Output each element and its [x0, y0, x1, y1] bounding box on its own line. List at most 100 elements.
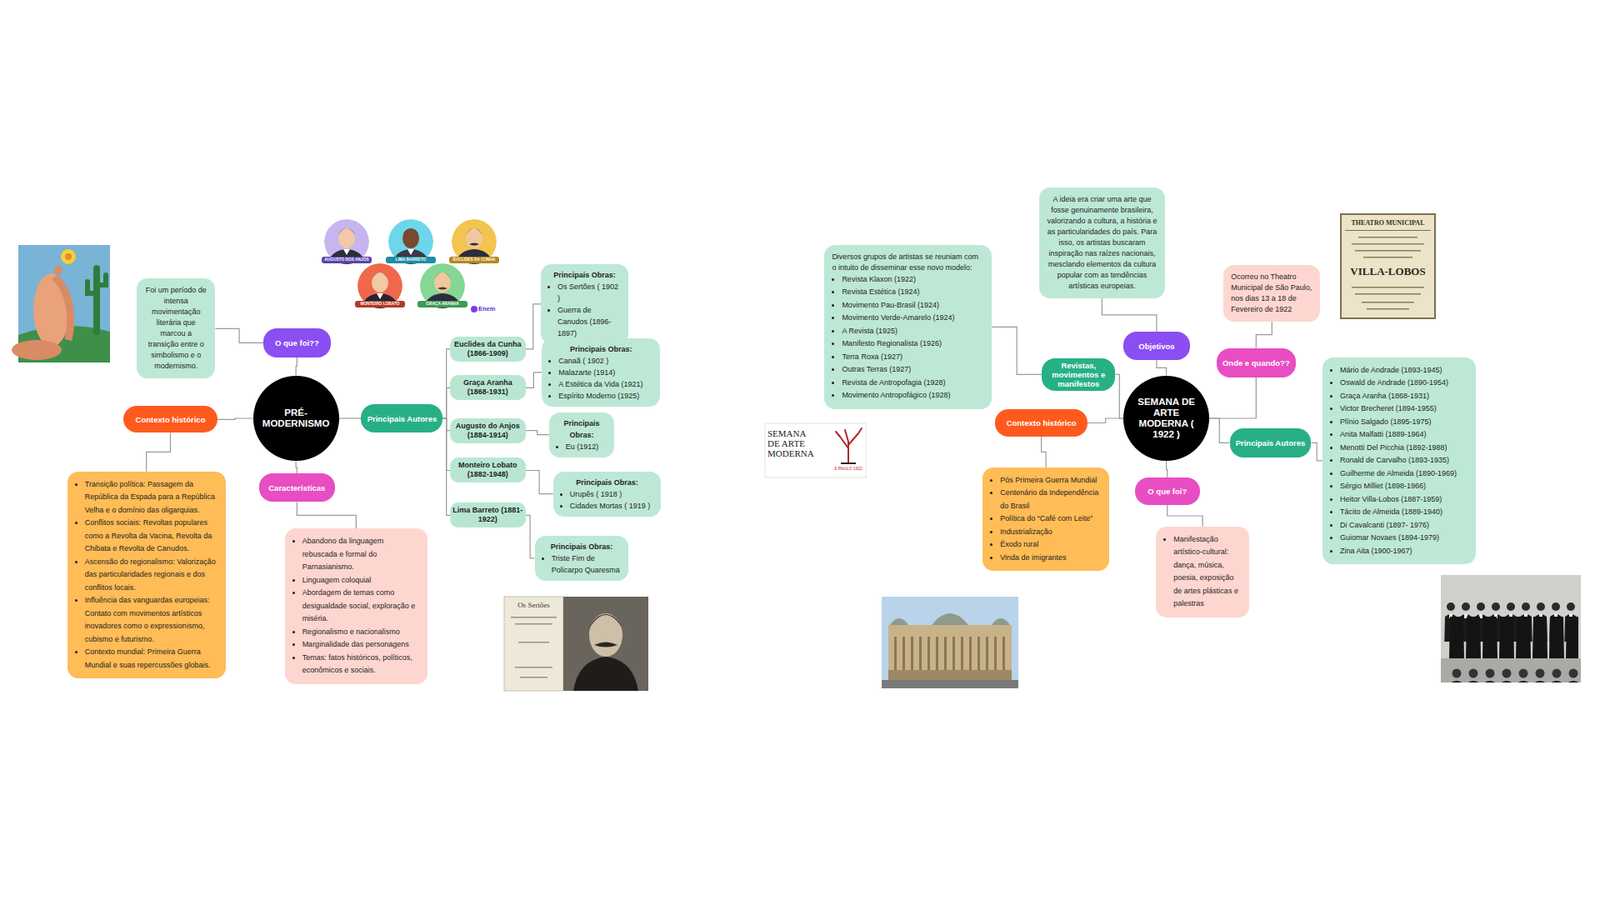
abaporu-painting: [11, 245, 110, 363]
poster: [1340, 214, 1435, 319]
list-item: Êxodo rural: [1000, 538, 1102, 552]
node-label: PRÉ-MODERNISMO: [258, 407, 335, 430]
connector: [525, 430, 550, 435]
list-item: Movimento Antropofágico (1928): [841, 389, 985, 403]
connector: [442, 418, 450, 515]
node-label: Características: [268, 483, 325, 493]
bullet-list: Revista Klaxon (1922)Revista Estética (1…: [831, 273, 985, 403]
node-label: SEMANA DE ARTE MODERNA ( 1922 ): [1128, 396, 1205, 440]
list-item: Movimento Pau-Brasil (1924): [841, 299, 985, 313]
works-box: Principais Obras:Canaã ( 1902 )Malazarte…: [541, 338, 660, 407]
list-item: Política do “Café com Leite”: [1000, 512, 1102, 526]
list-item: Abordagem de temas como desigualdade soc…: [302, 586, 420, 626]
semana-logo: [765, 423, 866, 478]
list-item: Menotti Del Picchia (1892-1988): [1340, 441, 1469, 455]
bullet-list: Urupês ( 1918 )Cidades Mortas ( 1919 ): [560, 488, 655, 512]
node-label: Principais Autores: [1235, 438, 1306, 448]
list-item: Ascensão do regionalismo: Valorização da…: [85, 555, 219, 595]
list-item: Centenário da Independência do Brasil: [1000, 486, 1102, 513]
connector: [525, 372, 543, 388]
list-item: Regionalismo e nacionalismo: [302, 625, 420, 640]
connector: [217, 418, 254, 420]
list-item: Temas: fatos históricos, políticos, econ…: [302, 651, 420, 678]
list-item: Guiomar Novaes (1894-1979): [1340, 531, 1469, 545]
connector: [991, 326, 1042, 375]
node-label: Onde e quando??: [1222, 358, 1290, 368]
group-photo: [1440, 575, 1581, 683]
list-item: Revista Klaxon (1922): [841, 273, 985, 287]
node-label: Foi um período de intensa movimentação l…: [144, 285, 208, 372]
list-item: Zina Aita (1900-1967): [1340, 545, 1469, 559]
works-box: Principais Obras:Os Sertões ( 1902 )Guer…: [540, 264, 629, 345]
author-box: Augusto do Anjos (1884-1914): [450, 418, 526, 444]
node-label: O que foi?: [1147, 486, 1187, 496]
list-item: Plínio Salgado (1895-1975): [1340, 415, 1469, 430]
list-item: Os Sertões ( 1902 ): [557, 280, 622, 305]
list-item: Terra Roxa (1927): [841, 350, 985, 365]
list-item: Manifestação artístico-cultural: dança, …: [1173, 533, 1241, 611]
list-item: Manifesto Regionalista (1926): [841, 337, 985, 351]
connector: [525, 515, 535, 558]
note-box: Abandono da linguagem rebuscada e formal…: [285, 528, 428, 685]
list-item: Guerra de Canudos (1896-1897): [557, 304, 622, 340]
list-item: Outras Terras (1927): [841, 363, 985, 377]
image-caption: AUGUSTO DOS ANJOS: [321, 256, 372, 264]
branch-pill: Objetivos: [1123, 331, 1190, 360]
list-item: Oswald de Andrade (1890-1954): [1340, 376, 1469, 390]
node-label: Diversos grupos de artistas se reuniam c…: [831, 251, 985, 274]
list-item: Abandono da linguagem rebuscada e formal…: [302, 535, 420, 575]
list-item: Pós Primeira Guerra Mundial: [1000, 474, 1102, 488]
branch-pill: O que foi??: [263, 328, 331, 357]
branch-pill: O que foi?: [1135, 477, 1200, 505]
connector: [1156, 360, 1167, 375]
connector: [295, 461, 297, 475]
list-item: Mário de Andrade (1893-1945): [1340, 364, 1469, 378]
author-box: Euclides da Cunha (1866-1909): [450, 336, 526, 362]
list-item: Linguagem coloquial: [302, 574, 420, 588]
connector: [1041, 436, 1047, 468]
list-heading: Principais Obras:: [560, 476, 655, 489]
node-label: A ideia era criar uma arte que fosse gen…: [1046, 194, 1159, 292]
branch-pill: Contexto histórico: [995, 409, 1088, 437]
bullet-list: Eu (1912): [555, 440, 608, 453]
note-box: Diversos grupos de artistas se reuniam c…: [824, 245, 992, 410]
node-label: Euclides da Cunha (1866-1909): [451, 340, 525, 359]
node-label: Monteiro Lobato (1882-1948): [451, 460, 525, 480]
note-box: Pós Primeira Guerra MundialCentenário da…: [982, 467, 1110, 572]
branch-pill: Características: [259, 473, 335, 502]
connector: [1311, 442, 1323, 460]
author-box: Graça Aranha (1868-1931): [450, 375, 526, 400]
connector: [525, 470, 554, 495]
list-heading: Principais Obras:: [555, 417, 608, 441]
branch-pill: Revistas, movimentos e manifestos: [1041, 358, 1115, 391]
image-caption: GRAÇA ARANHA: [417, 300, 468, 308]
bullet-list: Os Sertões ( 1902 )Guerra de Canudos (18…: [547, 280, 622, 340]
connector: [1255, 321, 1272, 349]
note-box: Mário de Andrade (1893-1945)Oswald de An…: [1322, 357, 1476, 565]
connector: [215, 328, 264, 343]
list-item: Malazarte (1914): [558, 366, 654, 379]
connector: [1209, 377, 1256, 419]
author-box: Monteiro Lobato (1882-1948): [450, 457, 526, 483]
node-label: Objetivos: [1138, 341, 1175, 351]
branch-pill: Onde e quando??: [1216, 348, 1297, 379]
list-item: Cidades Mortas ( 1919 ): [570, 500, 655, 512]
author-portraits: [321, 219, 500, 313]
connector: [442, 349, 450, 419]
note-box: A ideia era criar uma arte que fosse gen…: [1039, 187, 1166, 299]
node-label: Graça Aranha (1868-1931): [451, 378, 525, 397]
list-item: Heitor Villa-Lobos (1887-1959): [1340, 493, 1469, 507]
list-item: Marginalidade das personagens: [302, 638, 420, 652]
image-caption: EUCLIDES DA CUNHA: [449, 256, 500, 264]
os-sertoes-picture: [504, 596, 649, 691]
image-caption: LIMA BARRETO: [385, 256, 436, 264]
list-item: Vinda de imigrantes: [1000, 551, 1102, 565]
works-box: Principais Obras:Urupês ( 1918 )Cidades …: [553, 471, 662, 517]
bullet-list: Triste Fim de Policarpo Quaresma: [541, 552, 623, 576]
note-box: Manifestação artístico-cultural: dança, …: [1155, 526, 1249, 618]
bullet-list: Canaã ( 1902 )Malazarte (1914)A Estética…: [548, 355, 654, 402]
list-item: Eu (1912): [565, 440, 608, 453]
image-caption: MONTEIRO LOBATO: [355, 300, 405, 308]
branch-pill: Principais Autores: [1230, 428, 1312, 457]
list-heading: Principais Obras:: [548, 343, 654, 355]
